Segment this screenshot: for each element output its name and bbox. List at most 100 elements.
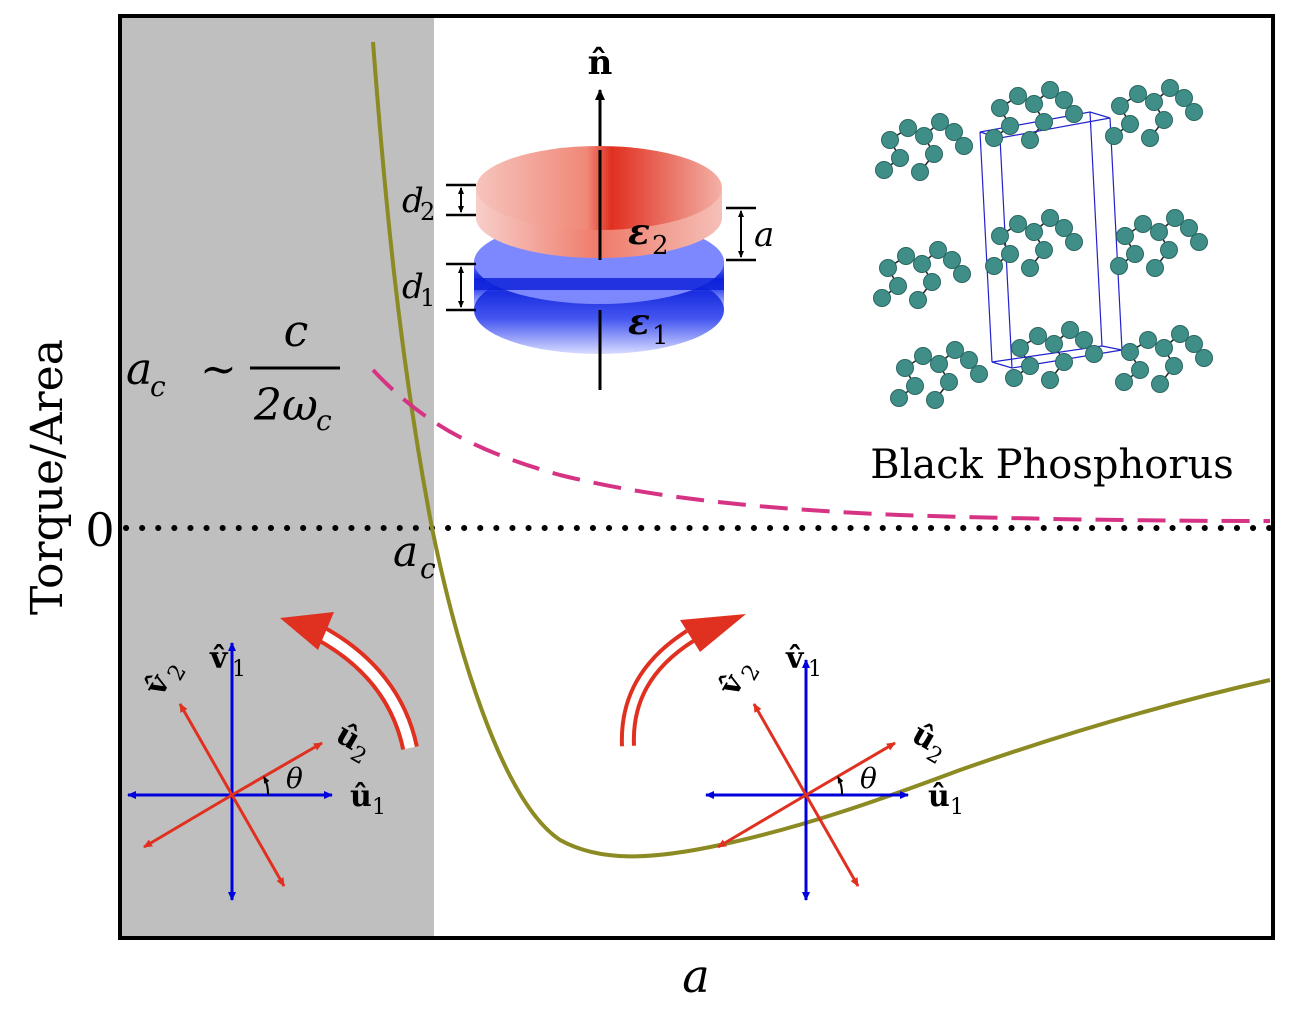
phosphorus-atom	[1021, 131, 1039, 149]
phosphorus-atom	[1075, 331, 1093, 349]
phosphorus-atom	[1035, 241, 1053, 259]
phosphorus-atom	[915, 127, 933, 145]
svg-text:a: a	[393, 527, 418, 576]
phosphorus-atom	[923, 273, 941, 291]
phosphorus-atom	[899, 119, 917, 137]
phosphorus-atom	[1085, 345, 1103, 363]
phosphorus-atom	[1021, 259, 1039, 277]
v1-label: v̂	[785, 641, 805, 676]
phosphorus-atom	[875, 161, 893, 179]
critical-distance-formula: a c ~ c 2ω c	[126, 306, 340, 437]
svg-text:1: 1	[808, 657, 822, 682]
phosphorus-atom	[953, 265, 971, 283]
svg-text:~: ~	[200, 344, 237, 395]
phosphorus-atom	[931, 113, 949, 131]
svg-text:ε: ε	[628, 301, 650, 343]
phosphorus-atom	[1041, 209, 1059, 227]
d1-thickness-marker: d 1	[402, 262, 476, 312]
rotation-arrow-left	[280, 612, 419, 750]
top-permittivity-label: ε 2	[628, 211, 669, 261]
axes-diagram-left: θ v̂ 1 û 1 û 2 v̂ 2	[127, 641, 386, 901]
phosphorus-atom	[879, 259, 897, 277]
d2-thickness-marker: d 2	[402, 181, 476, 226]
svg-text:c: c	[150, 370, 166, 403]
phosphorus-atom	[1161, 79, 1179, 97]
axes-diagram-right: θ v̂ 1 û 1 û 2 v̂ 2	[705, 641, 964, 901]
phosphorus-atom	[1195, 349, 1213, 367]
phosphorus-atom	[1065, 105, 1083, 123]
phosphorus-atom	[889, 277, 907, 295]
phosphorus-atom	[946, 341, 964, 359]
phosphorus-atom	[1126, 245, 1144, 263]
phosphorus-atom	[1160, 241, 1178, 259]
phosphorus-atom	[1011, 339, 1029, 357]
u1-label: û	[350, 779, 372, 814]
svg-text:1: 1	[232, 657, 246, 682]
phosphorus-atom	[1185, 335, 1203, 353]
phosphorus-atom	[1185, 103, 1203, 121]
phosphorus-atom	[970, 365, 988, 383]
theta-label: θ	[286, 762, 303, 795]
phosphorus-atom	[1021, 357, 1039, 375]
phosphorus-atom	[913, 255, 931, 273]
ac-point-label: a c	[393, 527, 436, 585]
slab-inset: n̂ ε 2 ε 1 d	[402, 43, 774, 390]
svg-text:2: 2	[652, 231, 669, 261]
svg-text:1: 1	[420, 284, 435, 312]
phosphorus-atom	[1145, 93, 1163, 111]
v1-label: v̂	[209, 641, 229, 676]
phosphorus-atom	[1131, 361, 1149, 379]
phosphorus-atom	[1110, 257, 1128, 275]
phosphorus-atom	[1105, 127, 1123, 145]
phosphorus-atom	[991, 99, 1009, 117]
phosphorus-atom	[1146, 259, 1164, 277]
phosphorus-atom	[1029, 327, 1047, 345]
phosphorus-atom	[1025, 95, 1043, 113]
phosphorus-atom	[1166, 209, 1184, 227]
phosphorus-atom	[929, 241, 947, 259]
rotation-arrow-right	[619, 614, 746, 747]
bottom-permittivity-label: ε 1	[628, 301, 669, 351]
phosphorus-atom	[1001, 245, 1019, 263]
phosphorus-atom	[1025, 223, 1043, 241]
phosphorus-atom	[890, 389, 908, 407]
dashed-curve	[371, 368, 1271, 523]
phosphorus-atom	[1055, 353, 1073, 371]
x-axis-label: a	[682, 949, 709, 1003]
phosphorus-atom	[1116, 227, 1134, 245]
svg-text:1: 1	[372, 795, 386, 820]
gap-marker: a	[726, 206, 774, 262]
svg-text:1: 1	[652, 321, 669, 351]
svg-text:a: a	[126, 344, 152, 395]
svg-text:1: 1	[950, 795, 964, 820]
phosphorus-atom	[1005, 369, 1023, 387]
phosphorus-atom	[1055, 91, 1073, 109]
phosphorus-atom	[911, 163, 929, 181]
phosphorus-atom	[1009, 87, 1027, 105]
phosphorus-atom	[955, 137, 973, 155]
normal-axis-label: n̂	[588, 43, 613, 83]
phosphorus-atom	[985, 129, 1003, 147]
phosphorus-atom	[1150, 223, 1168, 241]
phosphorus-atom	[1035, 113, 1053, 131]
zero-tick-label: 0	[85, 503, 114, 557]
phosphorus-atom	[1180, 219, 1198, 237]
shaded-region	[122, 18, 434, 936]
svg-text:c: c	[316, 404, 332, 437]
phosphorus-atom	[914, 347, 932, 365]
phosphorus-atom	[891, 149, 909, 167]
phosphorus-atom	[925, 145, 943, 163]
black-phosphorus-structure	[873, 79, 1213, 409]
svg-text:d: d	[402, 181, 424, 221]
phosphorus-atom	[1175, 89, 1193, 107]
phosphorus-atom	[1141, 129, 1159, 147]
svg-text:2: 2	[420, 198, 435, 226]
phosphorus-atom	[940, 373, 958, 391]
u1-label: û	[928, 779, 950, 814]
phosphorus-atom	[1165, 357, 1183, 375]
svg-text:2ω: 2ω	[253, 380, 318, 431]
phosphorus-atom	[1041, 81, 1059, 99]
phosphorus-atom	[1139, 331, 1157, 349]
svg-text:c: c	[420, 552, 436, 585]
